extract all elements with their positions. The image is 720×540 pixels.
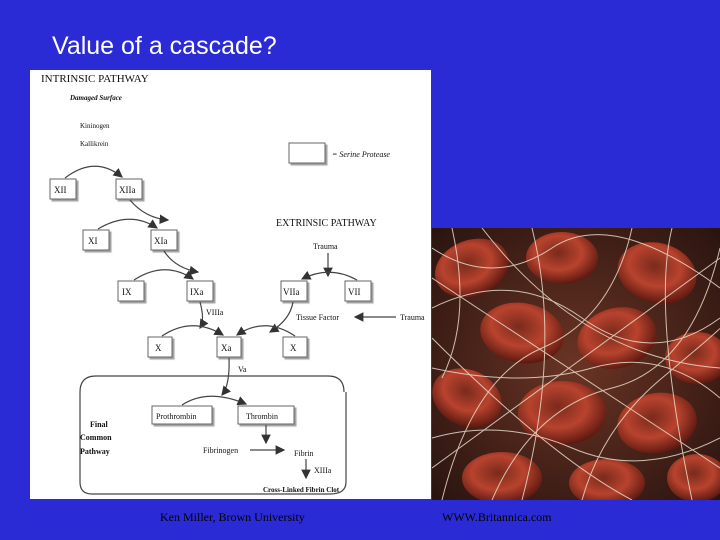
factor-xa-box (216, 336, 242, 358)
fibrin-strands (432, 228, 720, 500)
factor-ixa-box (186, 280, 214, 302)
serine-protease-legend-box (288, 142, 326, 164)
clot-label: Cross-Linked Fibrin Clot (263, 486, 340, 494)
final-pathway-line2: Common (80, 433, 112, 442)
serine-protease-legend-label: = Serine Protease (332, 150, 390, 159)
factor-vii-box (344, 280, 372, 302)
factor-xia-label: XIa (154, 236, 168, 246)
factor-xiia-label: XIIa (119, 185, 136, 195)
xia-to-ix-arrow (163, 250, 200, 276)
factor-ix-label: IX (122, 287, 132, 297)
factor-vii-label: VII (348, 287, 361, 297)
factor-viia-label: VIIa (283, 287, 300, 297)
fibrin-label: Fibrin (294, 449, 314, 458)
factor-xi-label: XI (88, 236, 98, 246)
blood-clot-micrograph (432, 228, 720, 500)
tissue-factor-label: Tissue Factor (296, 313, 339, 322)
damaged-surface-label: Damaged Surface (69, 94, 122, 102)
red-blood-cells (432, 232, 720, 500)
factor-viiia-label: VIIIa (206, 308, 224, 317)
factor-xii-box (49, 178, 77, 200)
final-pathway-bracket-top (79, 375, 345, 393)
factor-x-left-box (147, 336, 173, 358)
factor-xiia-box (115, 178, 143, 200)
prothrombin-box (151, 405, 213, 425)
trauma-right-label: Trauma (400, 313, 425, 322)
factor-xa-label: Xa (221, 343, 232, 353)
xiia-to-xi-arrow (129, 199, 170, 225)
viia-to-x-arrow (268, 301, 294, 333)
thrombin-box (237, 405, 295, 425)
ix-activation-arrow (133, 269, 194, 281)
ixa-to-x-arrow (199, 301, 209, 330)
factor-xia-box (150, 229, 178, 251)
coagulation-cascade-diagram: INTRINSIC PATHWAY Damaged Surface Kinino… (30, 70, 431, 499)
prothrombin-to-thrombin-arrow (181, 395, 248, 406)
factor-va-label: Va (238, 365, 247, 374)
xi-activation-arrow (97, 218, 158, 230)
x-right-activation-arrow (236, 325, 296, 337)
kininogen-label: Kininogen (80, 122, 110, 130)
factor-x-right-label: X (290, 343, 297, 353)
prothrombin-label: Prothrombin (156, 412, 196, 421)
factor-ix-box (117, 280, 145, 302)
cascade-svg: INTRINSIC PATHWAY Damaged Surface Kinino… (41, 73, 425, 495)
factor-xiiia-label: XIIIa (314, 466, 332, 475)
kallikrein-label: Kallikrein (80, 140, 109, 148)
final-pathway-bracket (79, 392, 347, 495)
trauma-top-label: Trauma (313, 242, 338, 251)
factor-xi-box (82, 229, 110, 251)
factor-ixa-label: IXa (190, 287, 204, 297)
thrombin-label: Thrombin (246, 412, 278, 421)
xii-activation-arrow (64, 165, 123, 179)
intrinsic-heading: INTRINSIC PATHWAY (41, 73, 149, 85)
fibrinogen-label: Fibrinogen (203, 446, 238, 455)
credit-right: WWW.Britannica.com (442, 510, 552, 524)
final-pathway-line1: Final (90, 420, 109, 429)
final-pathway-line3: Pathway (80, 447, 110, 456)
factor-x-right-box (282, 336, 308, 358)
factor-xii-label: XII (54, 185, 67, 195)
micrograph-svg (432, 228, 720, 500)
factor-viia-box (280, 280, 308, 302)
credit-left: Ken Miller, Brown University (160, 510, 305, 524)
xa-down-arrow (221, 357, 231, 396)
factor-x-left-label: X (155, 343, 162, 353)
x-left-activation-arrow (161, 325, 225, 337)
extrinsic-heading: EXTRINSIC PATHWAY (276, 218, 377, 229)
vii-activation-arrow (300, 270, 358, 281)
slide-title: Value of a cascade? (52, 32, 277, 60)
